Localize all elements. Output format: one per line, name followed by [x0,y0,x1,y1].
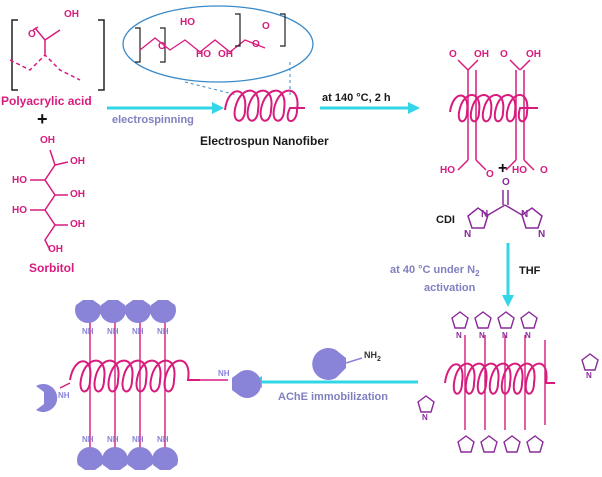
nh2-subscript: 2 [377,355,381,363]
act-n-4: N [525,331,531,340]
polyacrylic-acid-label: Polyacrylic acid [1,94,92,108]
arrow-activation [502,243,514,307]
carboxyl-nanofiber [449,59,538,171]
imm-nh-1: NH [82,327,94,336]
sorbitol-oh-bottom: OH [48,244,63,255]
cdi-n-1: N [481,209,489,220]
sorbitol-oh-top: OH [40,135,55,146]
cooh-ho-1: HO [440,165,455,176]
nanofiber-coil [224,89,305,122]
imm-nh-8: NH [157,435,169,444]
electrospun-nanofiber-label: Electrospun Nanofiber [200,134,329,148]
arrow-heating [320,102,420,114]
act-n-6: N [422,413,428,422]
sorbitol-structure [30,149,69,251]
arrow-electrospinning [107,102,224,114]
cooh-ho-2: HO [512,165,527,176]
plus-sign-1: + [37,109,48,129]
zoom-o-3: O [262,21,270,32]
imm-nh-7: NH [132,435,144,444]
plus-sign-2: + [498,160,508,177]
heating-condition-label: at 140 °C, 2 h [322,92,391,104]
zoom-o-2: O [252,39,260,50]
sorbitol-oh-1: OH [70,156,85,167]
activation-condition-label: at 40 °C under N2 [390,264,480,279]
zoom-ho-1: HO [180,17,195,28]
act-n-1: N [456,331,462,340]
imm-nh-4: NH [157,327,169,336]
zoom-ho-2: HO [196,49,211,60]
imm-nh-3: NH [132,327,144,336]
paa-oh-label: OH [64,9,79,20]
paa-o-label: O [28,29,36,40]
act-n-2: N [479,331,485,340]
activation-subscript: 2 [475,269,480,279]
enzyme-nh2-label: NH2 [364,350,381,363]
cdi-n-3: N [464,229,472,240]
cdi-structure [467,190,543,229]
sorbitol-ho-1: HO [12,175,27,186]
cooh-o-4: O [540,165,548,176]
imm-nh-9: NH [58,391,70,400]
imm-nh-2: NH [107,327,119,336]
imm-nh-5: NH [82,435,94,444]
act-n-5: N [586,371,592,380]
activated-nanofiber [444,335,555,430]
cooh-oh-2: OH [526,49,541,60]
activation-label: activation [424,282,476,294]
cdi-o-label: O [502,177,510,188]
cdi-n-4: N [538,229,546,240]
cdi-label: CDI [436,214,455,226]
zoom-oh-1: OH [218,49,233,60]
activated-imidazoles [417,311,599,453]
imm-nh-6: NH [107,435,119,444]
polyacrylic-acid-structure [9,19,105,91]
ache-immobilization-label: AChE immobilization [278,391,388,403]
cooh-o-2: O [500,49,508,60]
cooh-o-1: O [449,49,457,60]
sorbitol-oh-3: OH [70,219,85,230]
imm-nh-10: NH [218,369,230,378]
zoom-o-1: O [158,41,166,52]
cooh-o-3: O [486,169,494,180]
immobilized-enzymes [36,300,262,470]
sorbitol-label: Sorbitol [29,261,75,275]
cdi-n-2: N [521,209,529,220]
sorbitol-oh-2: OH [70,189,85,200]
zoom-ellipse [122,5,314,96]
act-n-3: N [502,331,508,340]
enzyme-free [312,347,363,380]
immobilized-nanofiber [59,320,228,450]
cooh-oh-1: OH [474,49,489,60]
electrospinning-label: electrospinning [112,114,194,126]
sorbitol-ho-2: HO [12,205,27,216]
thf-label: THF [519,265,541,277]
